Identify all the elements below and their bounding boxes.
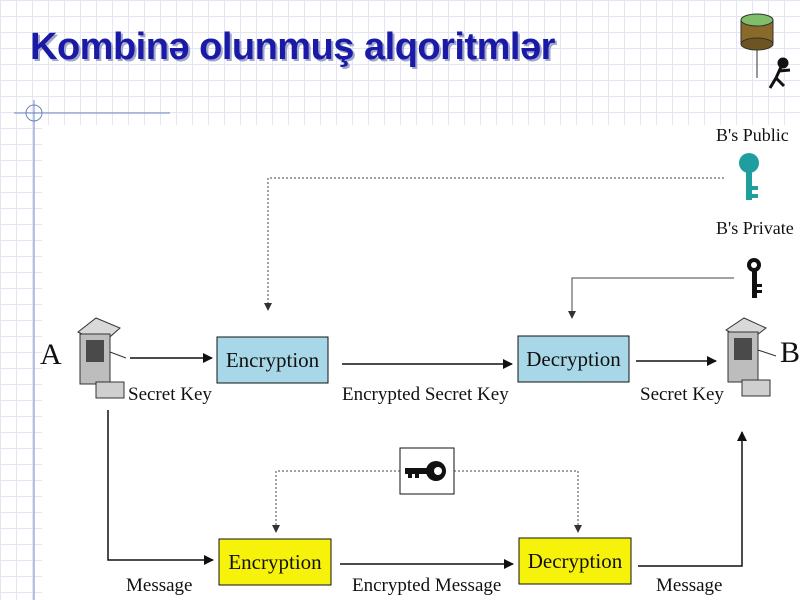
public-key-label: B's Public [716, 125, 789, 145]
private-key-dotted-line [568, 277, 734, 319]
public-key-dotted-line [264, 177, 724, 311]
computer-icon-a [77, 317, 127, 399]
shared-key-icon [399, 447, 455, 495]
slide-title: Kombinә olunmuş alqoritmlәr [30, 26, 555, 68]
bottom-encrypted-message: Encrypted Message [352, 575, 501, 596]
bottom-message-right: Message [656, 575, 722, 596]
bottom-row-arrows [107, 410, 747, 569]
top-encrypted-secret-key: Encrypted Secret Key [342, 384, 509, 405]
bottom-decryption-box: Decryption [518, 537, 632, 585]
bottom-decryption-label: Decryption [528, 549, 623, 573]
top-secret-key-right: Secret Key [640, 384, 724, 405]
bottom-encryption-box: Encryption [218, 538, 332, 586]
private-key-label: B's Private [716, 218, 794, 238]
top-decryption-label: Decryption [526, 347, 621, 371]
bottom-encryption-label: Encryption [228, 550, 322, 574]
top-decryption-box: Decryption [517, 335, 630, 383]
node-b-label: B [780, 336, 800, 369]
title-underline-crosshair [14, 100, 170, 600]
shared-key-dotted-lines [272, 470, 582, 533]
top-encryption-label: Encryption [226, 348, 320, 372]
diagram-panel [42, 125, 800, 600]
top-secret-key-left: Secret Key [128, 384, 212, 405]
node-a-label: A [40, 338, 62, 371]
top-row-arrows [130, 353, 717, 369]
public-key-icon [739, 153, 759, 200]
top-encryption-box: Encryption [216, 336, 329, 384]
private-key-icon [747, 258, 762, 298]
bottom-message-left: Message [126, 575, 192, 596]
person-icon [768, 57, 791, 89]
computer-icon-b [725, 317, 777, 397]
network-disk-icon [740, 13, 774, 78]
